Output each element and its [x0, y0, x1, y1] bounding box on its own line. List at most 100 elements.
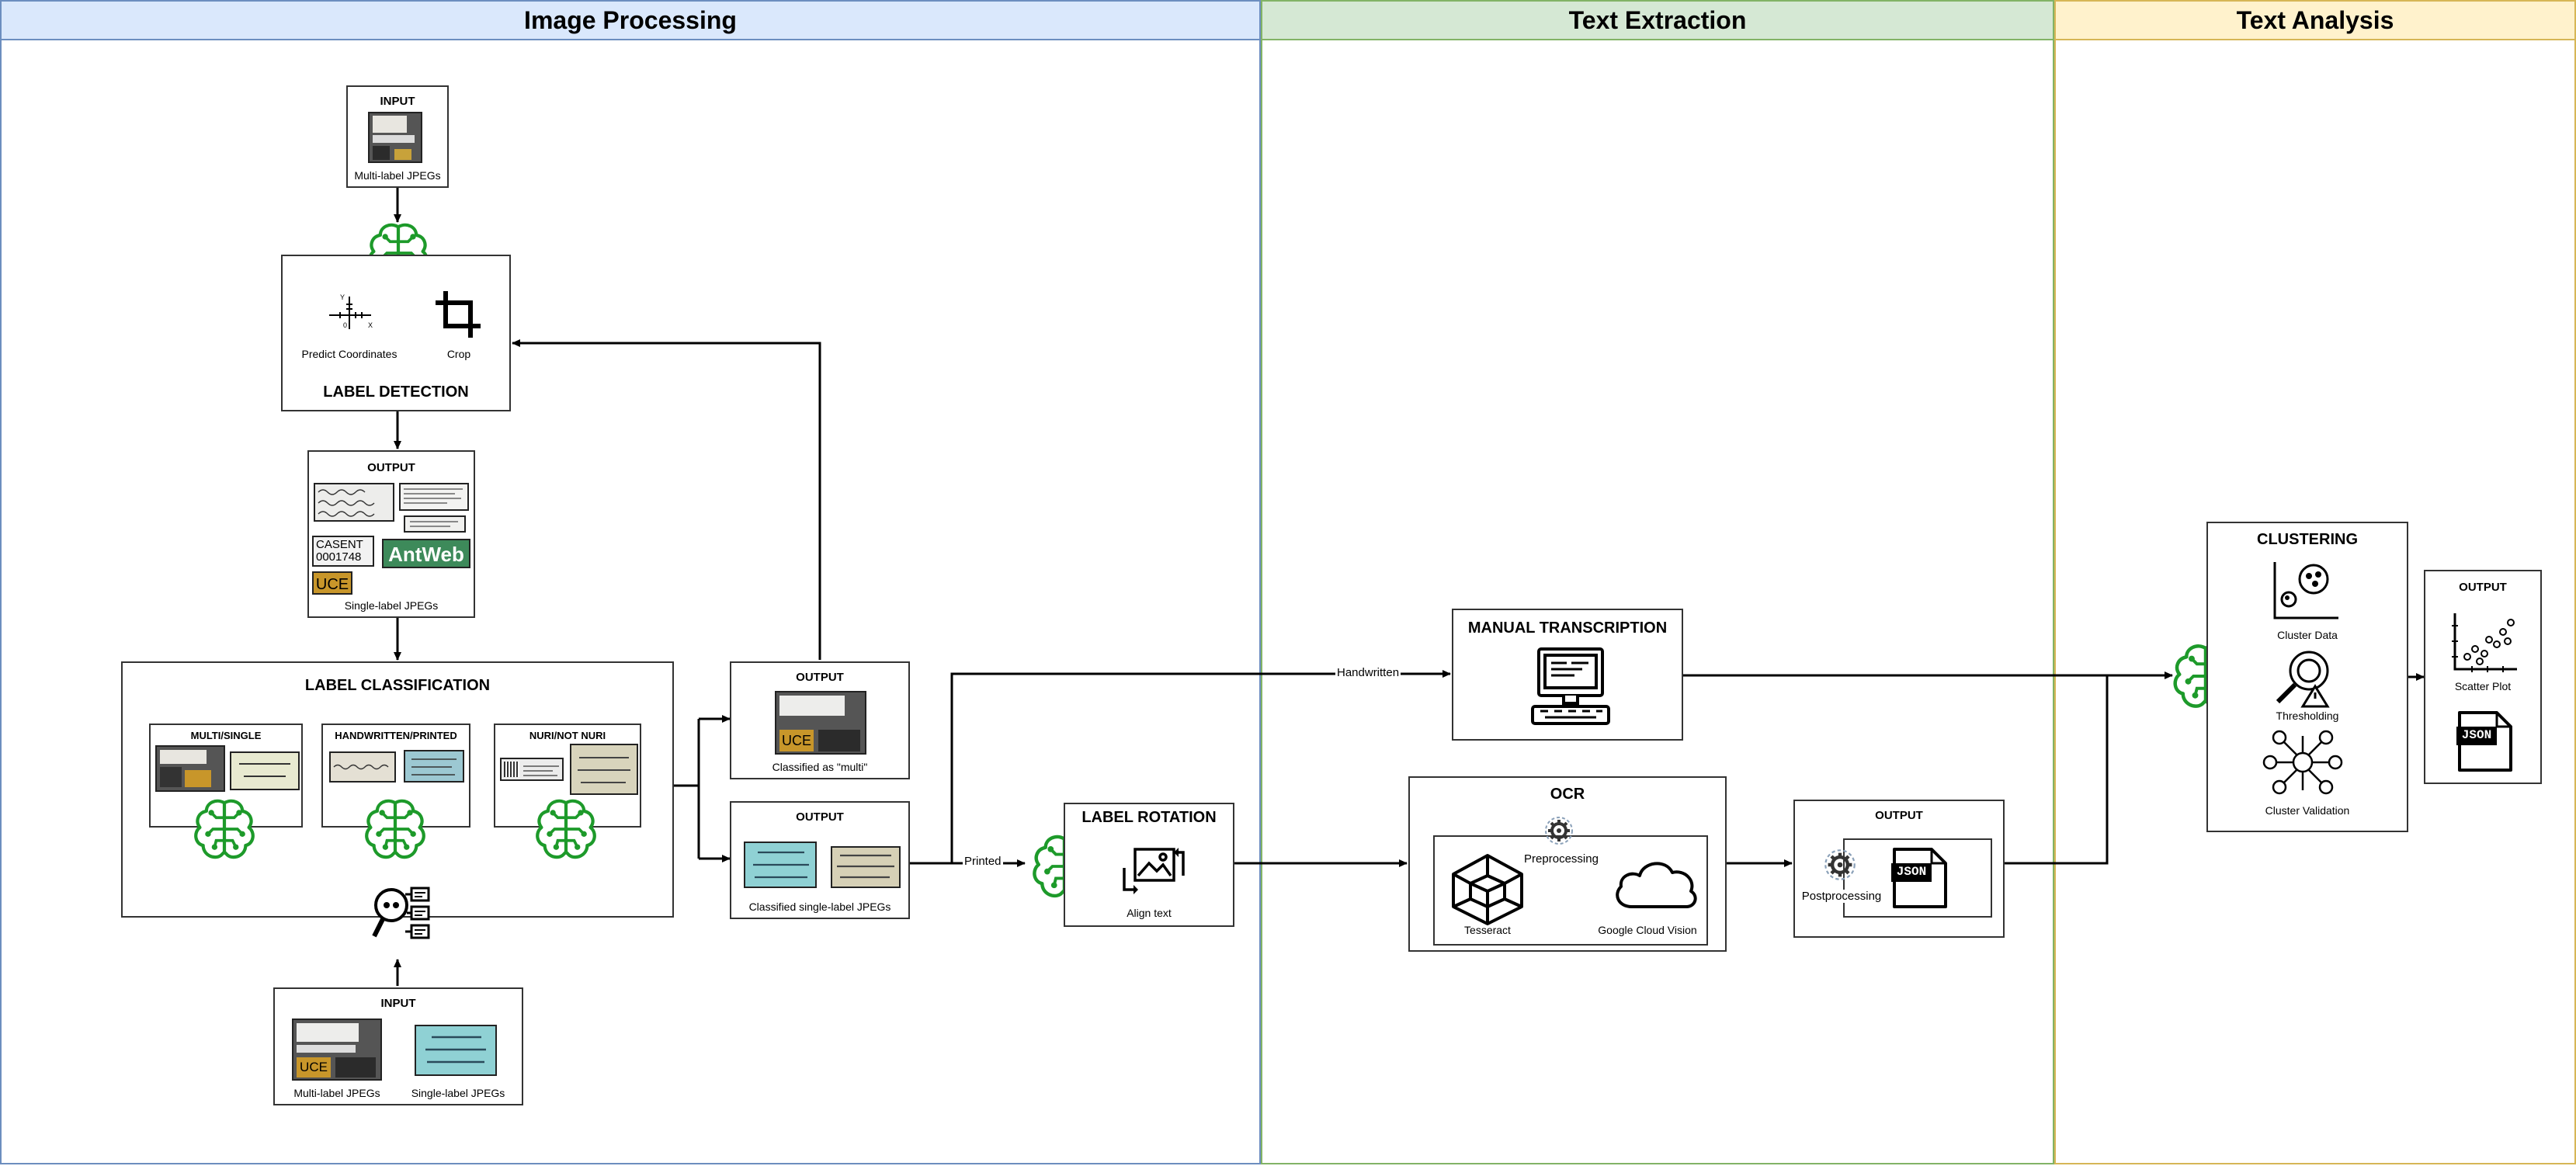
gear-icon — [1823, 848, 1857, 882]
uce-text: UCE — [779, 730, 814, 751]
postprocessing-label: Postprocessing — [1798, 890, 1885, 903]
preprocessing-label: Preprocessing — [1519, 852, 1604, 866]
svg-text:X: X — [368, 321, 373, 329]
output-detection-box: OUTPUT CASENT 0001748 AntWeb UCE Single-… — [307, 450, 475, 618]
lane-text-extraction-header: Text Extraction — [1262, 2, 2053, 40]
label-rotation-title: LABEL ROTATION — [1081, 809, 1217, 826]
lane-text-analysis-header: Text Analysis — [2056, 2, 2574, 40]
json-label: JSON — [1896, 865, 1927, 879]
edge-label-handwritten: Handwritten — [1335, 666, 1401, 679]
multi-label-thumbnail: UCE — [292, 1019, 382, 1081]
multi-label-thumbnail — [368, 112, 422, 163]
cluster-data-icon — [2273, 562, 2338, 619]
json-file-icon: JSON — [2456, 710, 2514, 773]
uce-text: UCE — [297, 1057, 331, 1078]
output-multi-box: OUTPUT UCE Classified as "multi" — [730, 661, 910, 779]
printed-label-thumbnail — [399, 483, 469, 511]
lane-text-extraction-title: Text Extraction — [1568, 5, 1747, 34]
input-top-caption: Multi-label JPEGs — [354, 169, 441, 182]
output-detection-caption: Single-label JPEGs — [344, 599, 439, 612]
ai-brain-icon — [191, 798, 258, 860]
clustering-box: CLUSTERING Cluster Data Thresholding Clu… — [2206, 522, 2408, 832]
thresholding-icon — [2276, 651, 2330, 708]
input-bottom-caption-single: Single-label JPEGs — [411, 1087, 505, 1099]
small-label-thumbnail — [404, 515, 466, 533]
input-bottom-title: INPUT — [380, 997, 416, 1010]
nuri-thumbnail — [500, 758, 564, 781]
output-detection-title: OUTPUT — [367, 461, 415, 474]
handwritten-label-thumbnail — [314, 483, 394, 522]
computer-icon — [1531, 647, 1610, 725]
label-classification-box: LABEL CLASSIFICATION MULTI/SINGLE HANDWR… — [121, 661, 674, 918]
handwritten-thumbnail — [329, 751, 396, 783]
ai-brain-icon — [533, 798, 599, 860]
output-multi-caption: Classified as "multi" — [772, 761, 868, 773]
single-thumbnail — [230, 751, 300, 790]
casent-label-thumbnail: CASENT 0001748 — [312, 536, 374, 567]
input-top-box: INPUT Multi-label JPEGs — [346, 85, 449, 188]
uce-label-thumbnail: UCE — [312, 571, 352, 595]
output-multi-title: OUTPUT — [796, 671, 844, 684]
casent-text: CASENT 0001748 — [316, 538, 363, 564]
rotate-image-icon — [1123, 848, 1185, 894]
handwritten-printed-title: HANDWRITTEN/PRINTED — [335, 730, 457, 741]
ocr-output-title: OUTPUT — [1875, 809, 1923, 822]
thresholding-label: Thresholding — [2276, 710, 2339, 722]
svg-text:0: 0 — [343, 321, 347, 329]
tesseract-icon — [1452, 854, 1523, 925]
single-label-thumbnail — [415, 1025, 497, 1076]
clustering-title: CLUSTERING — [2257, 531, 2358, 548]
lane-text-extraction: Text Extraction — [1261, 0, 2054, 1164]
lane-image-processing-header: Image Processing — [2, 2, 1259, 40]
label-rotation-box: LABEL ROTATION Align text — [1064, 803, 1234, 927]
scatter-plot-label: Scatter Plot — [2454, 680, 2512, 692]
label-classification-title: LABEL CLASSIFICATION — [304, 677, 491, 694]
cluster-validation-label: Cluster Validation — [2265, 804, 2350, 817]
uce-text: UCE — [315, 576, 349, 593]
output-single-box: OUTPUT Classified single-label JPEGs — [730, 801, 910, 919]
edge-multi-feedback — [512, 339, 821, 660]
manual-transcription-box: MANUAL TRANSCRIPTION — [1452, 609, 1683, 741]
edge-single-to-manual — [950, 670, 1451, 863]
google-cloud-vision-label: Google Cloud Vision — [1598, 924, 1697, 936]
printed-thumbnail — [404, 750, 464, 783]
nuri-title: NURI/NOT NURI — [529, 730, 606, 741]
crop-icon — [436, 291, 481, 338]
lane-image-processing: Image Processing — [0, 0, 1261, 1164]
cluster-data-label: Cluster Data — [2277, 629, 2338, 641]
antweb-label-thumbnail: AntWeb — [382, 539, 470, 568]
input-bottom-box: INPUT UCE Multi-label JPEGs Single-label… — [273, 987, 523, 1105]
label-detection-box: Y X 0 Predict Coordinates Crop LABEL DET… — [281, 255, 511, 411]
label-detection-title: LABEL DETECTION — [323, 383, 469, 401]
input-top-title: INPUT — [380, 95, 415, 108]
not-nuri-thumbnail — [570, 744, 638, 795]
ocr-box: OCR Tesseract Google Cloud Vision Prepro… — [1408, 776, 1727, 952]
multi-single-title: MULTI/SINGLE — [190, 730, 262, 741]
cluster-validation-icon — [2262, 730, 2343, 795]
manual-transcription-title: MANUAL TRANSCRIPTION — [1467, 619, 1668, 637]
edge-ocroutput-to-clustering — [2005, 675, 2109, 865]
output-single-caption: Classified single-label JPEGs — [748, 901, 891, 913]
multi-thumbnail — [155, 745, 225, 792]
rotated-label-thumbnail — [831, 846, 901, 888]
edge-classification-split — [674, 717, 730, 860]
predict-coordinates-label: Predict Coordinates — [301, 348, 398, 360]
inspection-icon — [372, 887, 430, 939]
json-label: JSON — [2461, 728, 2492, 742]
single-label-thumbnail — [744, 842, 817, 888]
coordinates-icon: Y X 0 — [329, 293, 373, 329]
ai-brain-icon — [362, 798, 429, 860]
gear-icon — [1544, 816, 1574, 845]
lane-text-analysis: Text Analysis — [2054, 0, 2576, 1164]
crop-label: Crop — [446, 348, 471, 360]
svg-text:Y: Y — [340, 293, 345, 301]
input-bottom-caption-multi: Multi-label JPEGs — [293, 1087, 380, 1099]
ocr-output-box: OUTPUT Postprocessing JSON — [1793, 800, 2005, 938]
lane-text-analysis-title: Text Analysis — [2236, 5, 2394, 34]
final-output-box: OUTPUT Scatter Plot JSON — [2424, 570, 2542, 784]
tesseract-label: Tesseract — [1464, 924, 1511, 936]
edge-label-printed: Printed — [963, 855, 1003, 868]
json-file-icon: JSON — [1891, 846, 1949, 910]
multi-label-thumbnail: UCE — [775, 691, 866, 755]
ocr-title: OCR — [1550, 786, 1585, 803]
